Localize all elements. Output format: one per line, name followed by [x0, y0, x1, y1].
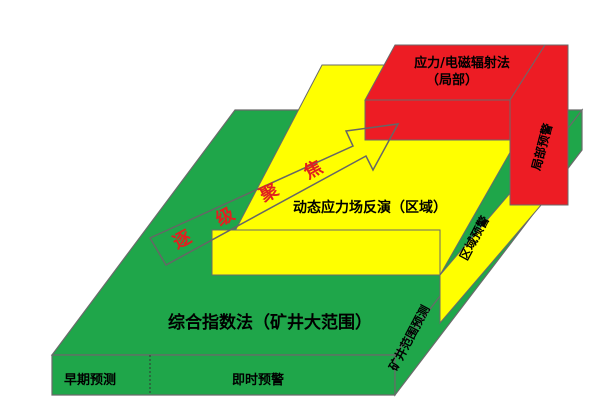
yellow-layer-top-label: 动态应力场反演（区域） — [293, 199, 447, 216]
focusing-arrow-shape — [148, 123, 400, 267]
green-front-left-label: 早期预测 — [64, 372, 116, 388]
red-layer: 应力/电磁辐射法 （局部） 局部预警 — [364, 44, 569, 206]
yellow-layer-front — [211, 229, 441, 276]
red-layer-top-label-line2: （局部） — [426, 72, 478, 88]
red-layer-front — [364, 99, 511, 141]
green-layer-top-label: 综合指数法（矿井大范围） — [168, 312, 372, 333]
red-layer-top-label-line1: 应力/电磁辐射法 — [414, 55, 510, 71]
red-layer-side — [509, 44, 569, 206]
green-front-right-label: 即时预警 — [232, 372, 284, 388]
